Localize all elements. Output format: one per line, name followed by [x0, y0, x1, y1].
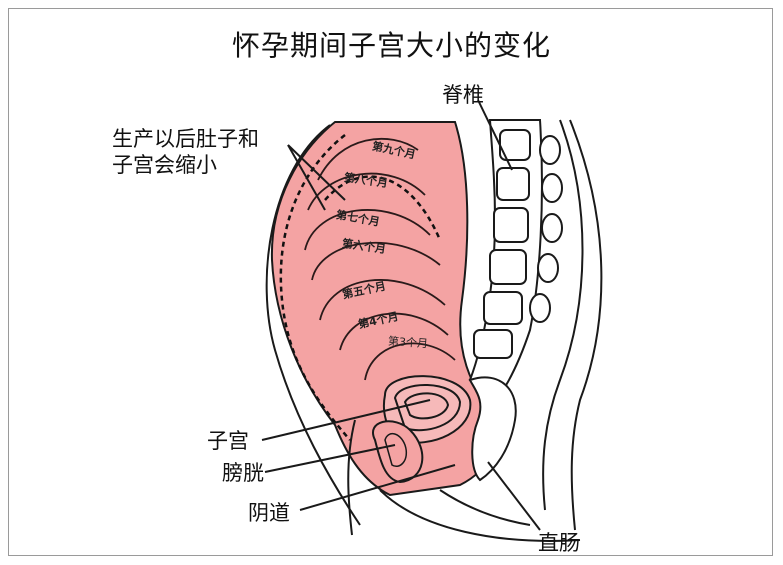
spine-label: 脊椎	[442, 83, 484, 107]
month-arcs	[304, 137, 456, 381]
rectum-label: 直肠	[538, 531, 580, 555]
month-3-label: 第3个月	[387, 334, 429, 351]
image-frame	[8, 8, 773, 556]
leader-lines	[261, 99, 541, 531]
bladder-label: 膀胱	[222, 461, 264, 485]
uterus-label: 子宫	[207, 429, 249, 453]
shrink-label-line1: 生产以后肚子和	[112, 127, 259, 151]
dashed-outline-inner	[324, 175, 442, 241]
diagram-title: 怀孕期间子宫大小的变化	[231, 29, 551, 62]
dashed-outline-outer	[279, 134, 351, 441]
back-curve	[542, 119, 584, 511]
shrink-label-line2: 子宫会缩小	[112, 153, 217, 177]
vagina-label: 阴道	[248, 501, 290, 525]
rectum-shape	[468, 376, 517, 482]
bladder-shape	[372, 420, 424, 484]
spine-column	[468, 119, 563, 397]
